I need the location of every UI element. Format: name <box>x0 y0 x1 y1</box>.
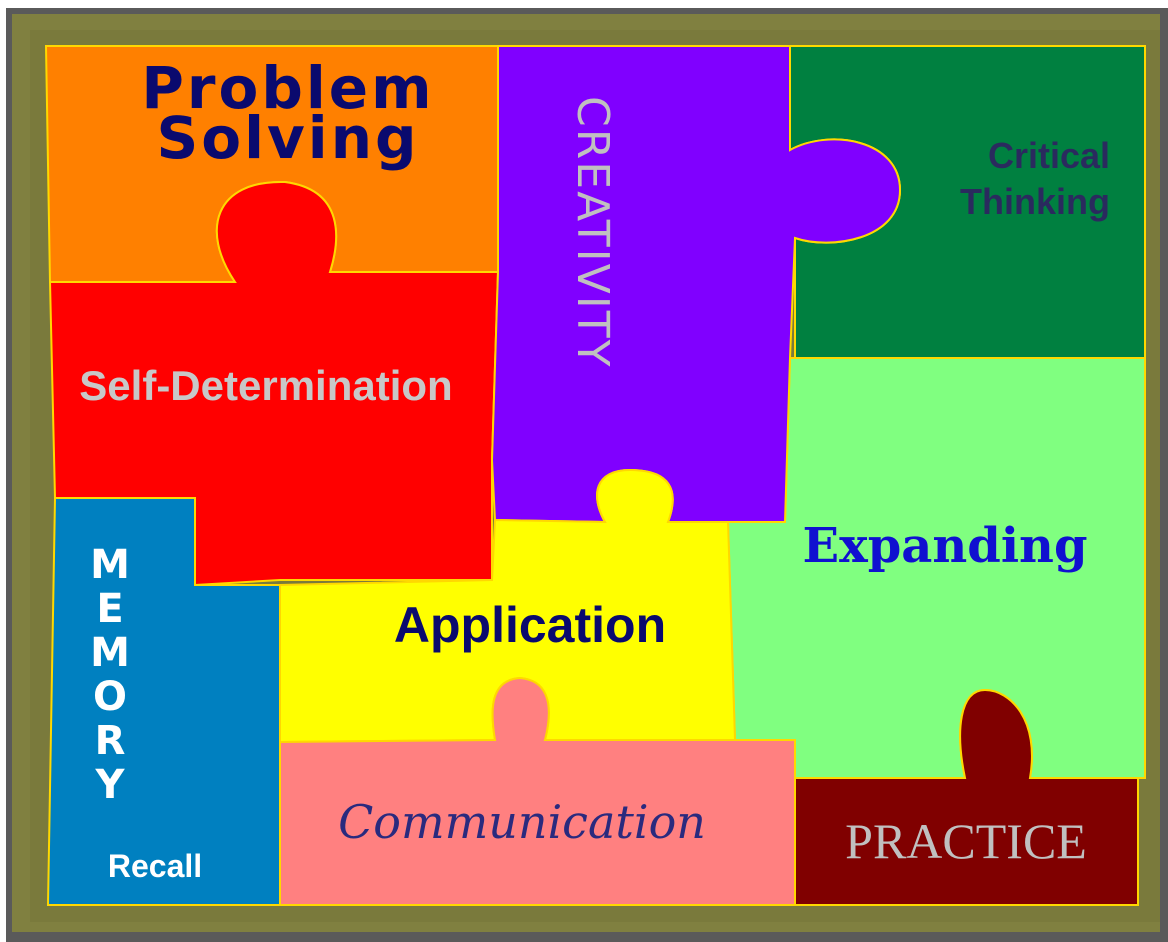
memory-letter: R <box>95 718 126 764</box>
application-label: Application <box>394 597 666 653</box>
critical-thinking-label-line1: Critical <box>988 135 1110 176</box>
memory-letter: M <box>90 630 130 676</box>
piece-practice <box>794 688 1139 906</box>
creativity-label: CREATIVITY <box>567 96 618 368</box>
memory-sub-label: Recall <box>108 848 202 884</box>
practice-label: PRACTICE <box>845 813 1087 869</box>
communication-label: Communication <box>338 795 706 849</box>
memory-letter: M <box>90 542 130 588</box>
memory-letter: Y <box>95 762 126 808</box>
memory-letter: O <box>93 674 127 720</box>
piece-communication <box>279 676 796 906</box>
critical-thinking-label-line2: Thinking <box>960 181 1110 222</box>
self-determination-label: Self-Determination <box>79 362 452 409</box>
expanding-label: Expanding <box>802 518 1087 574</box>
memory-letter: E <box>96 586 123 632</box>
problem-solving-label-line2: Solving <box>157 104 420 172</box>
problem-solving-label-line1: Problem <box>141 54 434 122</box>
